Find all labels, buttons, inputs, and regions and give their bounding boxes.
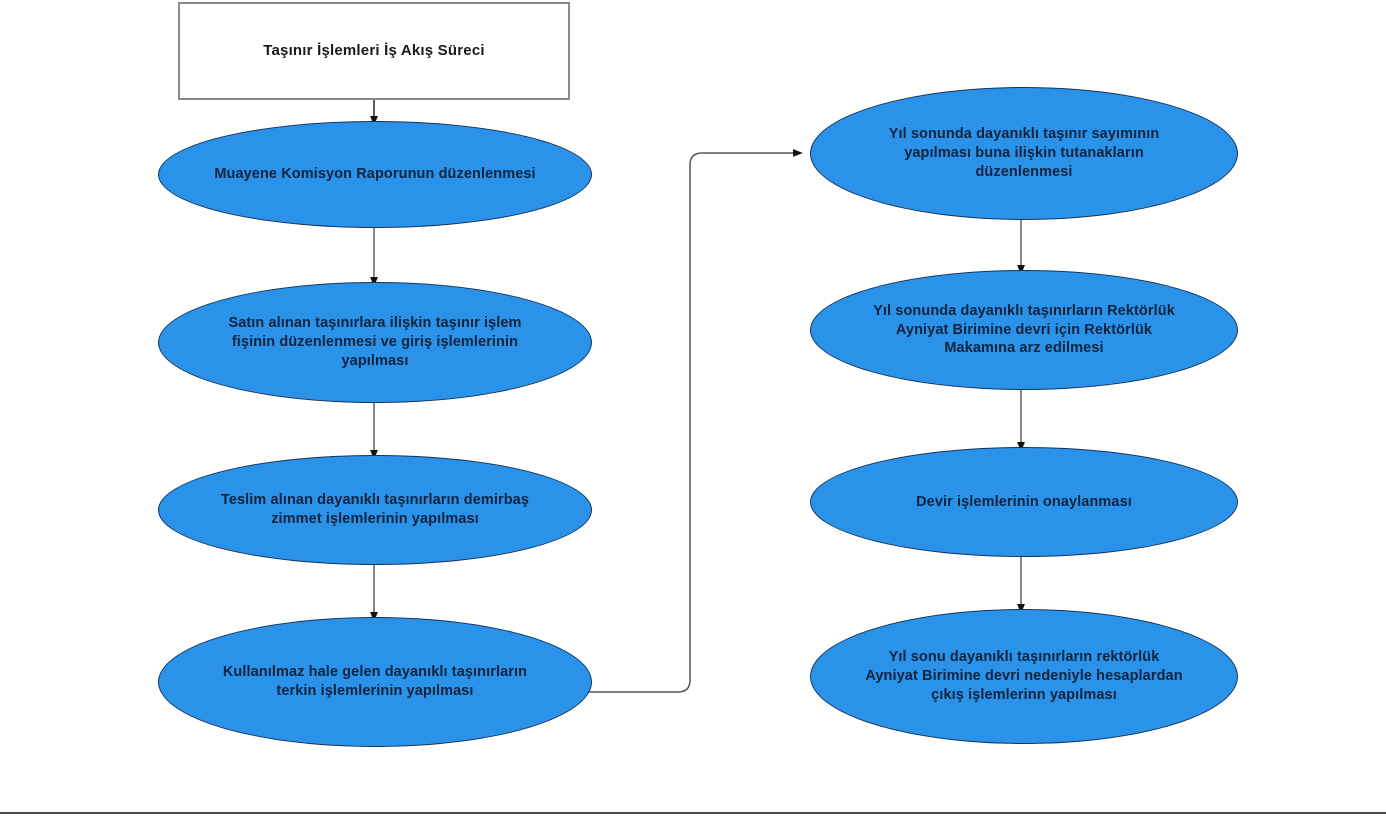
node-label: Yıl sonu dayanıklı taşınırların rektörlü…: [865, 649, 1183, 703]
node-hesaplardan-cikis[interactable]: Yıl sonu dayanıklı taşınırların rektörlü…: [810, 609, 1238, 744]
node-rektorluk-arz[interactable]: Yıl sonunda dayanıklı taşınırların Rektö…: [810, 270, 1238, 390]
node-label: Kullanılmaz hale gelen dayanıklı taşınır…: [222, 664, 528, 699]
node-label: Satın alınan taşınırlara ilişkin taşınır…: [228, 315, 522, 369]
diagram-title-box: Taşınır İşlemleri İş Akış Süreci: [178, 2, 570, 100]
page-footer-rule: [0, 812, 1386, 814]
node-muayene-komisyon-raporu[interactable]: Muayene Komisyon Raporunun düzenlenmesi: [158, 121, 592, 228]
node-label: Yıl sonunda dayanıklı taşınırların Rektö…: [873, 302, 1175, 357]
node-label: Yıl sonunda dayanıklı taşınır sayımının …: [888, 126, 1160, 180]
node-demirbas-zimmet[interactable]: Teslim alınan dayanıklı taşınırların dem…: [158, 455, 592, 565]
node-label: Devir işlemlerinin onaylanması: [916, 493, 1132, 510]
node-satin-alinan-tasinir-islem-fisi[interactable]: Satın alınan taşınırlara ilişkin taşınır…: [158, 282, 592, 403]
node-yil-sonu-sayim[interactable]: Yıl sonunda dayanıklı taşınır sayımının …: [810, 87, 1238, 220]
page-title: Taşınır İşlemleri İş Akış Süreci: [263, 41, 485, 59]
connector-step4-to-step5-bridge: [588, 149, 803, 693]
node-label: Muayene Komisyon Raporunun düzenlenmesi: [214, 166, 536, 183]
node-terkin-islemleri[interactable]: Kullanılmaz hale gelen dayanıklı taşınır…: [158, 617, 592, 747]
node-devir-onay[interactable]: Devir işlemlerinin onaylanması: [810, 447, 1238, 557]
node-label: Teslim alınan dayanıklı taşınırların dem…: [220, 492, 530, 527]
